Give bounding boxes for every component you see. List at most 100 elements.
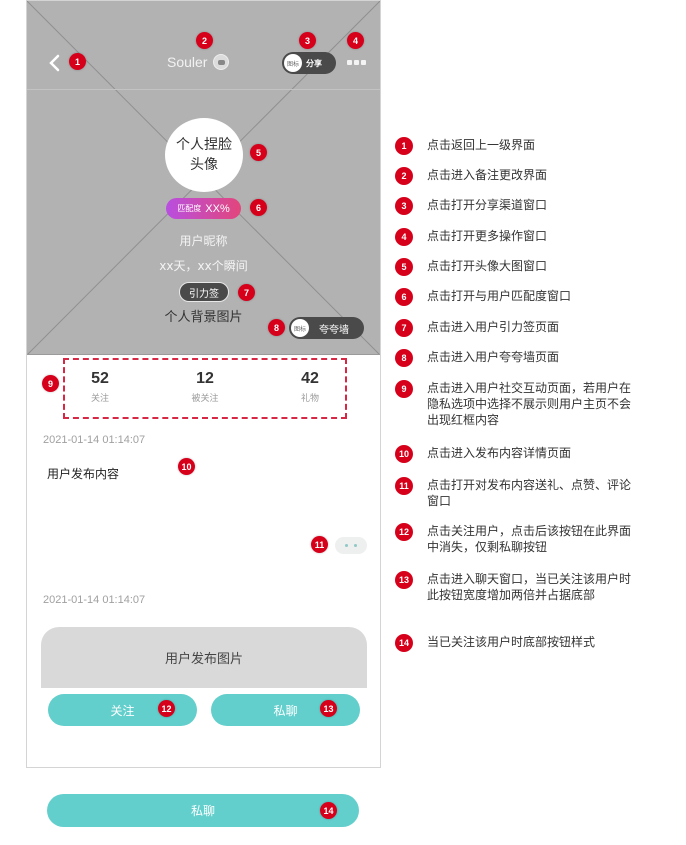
profile-background[interactable]: Souler 图标 分享 个人捏脸 头像 匹配度 XX% 用户昵称 xx天，xx… [27,1,380,355]
avatar-label: 个人捏脸 [176,137,232,153]
back-icon[interactable] [47,54,61,72]
post-content[interactable]: 用户发布内容 [47,467,120,481]
dot-icon [345,544,348,547]
annotation-number: 6 [395,288,413,306]
annotation-text: 点击进入用户社交互动页面，若用户在隐私选项中选择不展示则用户主页不会出现红框内容 [427,381,632,427]
annotation-text: 点击打开分享渠道窗口 [427,198,548,212]
callout-badge: 1 [69,53,86,70]
annotation-text: 点击关注用户，点击后该按钮在此界面中消失，仅剩私聊按钮 [427,524,632,554]
callout-badge: 9 [42,375,59,392]
post-interact-button[interactable] [335,537,367,554]
stat-value: 42 [301,370,319,387]
match-label: 匹配度 [177,204,202,213]
follow-button[interactable]: 关注 [48,694,197,726]
annotation-text: 点击打开对发布内容送礼、点赞、评论窗口 [427,478,632,508]
private-chat-button[interactable]: 私聊 [211,694,360,726]
callout-badge: 13 [320,700,337,717]
annotation-number: 5 [395,258,413,276]
stat-label: 被关注 [191,394,219,404]
nickname: 用户昵称 [179,234,228,248]
callout-badge: 11 [311,536,328,553]
annotation-item: 4 点击打开更多操作窗口 [395,228,637,246]
share-icon: 图标 [284,54,302,72]
gravity-tag-button[interactable]: 引力签 [179,282,229,302]
annotation-text: 点击进入备注更改界面 [427,168,548,182]
annotation-item: 13 点击进入聊天窗口，当已关注该用户时此按钮宽度增加两倍并占据底部 [395,571,637,603]
annotation-item: 9 点击进入用户社交互动页面，若用户在隐私选项中选择不展示则用户主页不会出现红框内… [395,380,637,428]
annotation-text: 点击打开更多操作窗口 [427,229,548,243]
callout-badge: 10 [178,458,195,475]
annotation-number: 2 [395,167,413,185]
annotation-item: 8 点击进入用户夸夸墙页面 [395,349,637,367]
annotation-item: 11 点击打开对发布内容送礼、点赞、评论窗口 [395,477,637,509]
remark-title[interactable]: Souler [167,54,230,70]
post-image[interactable]: 用户发布图片 [41,627,367,688]
annotation-number: 4 [395,228,413,246]
annotation-item: 3 点击打开分享渠道窗口 [395,197,637,215]
avatar[interactable]: 个人捏脸 头像 [165,118,243,192]
praise-wall-button[interactable]: 图标 夸夸墙 [289,317,364,339]
annotation-item: 14 当已关注该用户时底部按钮样式 [395,634,637,652]
callout-badge: 5 [250,144,267,161]
private-chat-wide-button[interactable]: 私聊 [47,794,359,827]
stat-label: 关注 [91,394,110,404]
annotation-item: 1 点击返回上一级界面 [395,137,637,155]
share-button[interactable]: 图标 分享 [282,52,336,74]
social-stats[interactable]: 52 关注 12 被关注 42 礼物 [63,358,347,419]
stat-following[interactable]: 52 关注 [91,360,109,417]
callout-badge: 12 [158,700,175,717]
annotation-number: 11 [395,477,413,495]
days-moments: xx天，xx个瞬间 [159,259,248,273]
annotation-number: 13 [395,571,413,589]
stat-followers[interactable]: 12 被关注 [191,360,218,417]
phone-mockup: Souler 图标 分享 个人捏脸 头像 匹配度 XX% 用户昵称 xx天，xx… [26,0,381,768]
annotation-text: 点击进入聊天窗口，当已关注该用户时此按钮宽度增加两倍并占据底部 [427,572,632,602]
annotation-number: 9 [395,380,413,398]
annotation-number: 12 [395,523,413,541]
annotation-number: 8 [395,349,413,367]
username: Souler [167,54,208,70]
callout-badge: 7 [238,284,255,301]
callout-badge: 6 [250,199,267,216]
more-icon[interactable] [347,60,366,65]
header-divider [27,89,380,90]
stat-value: 12 [196,370,214,387]
callout-badge: 4 [347,32,364,49]
annotation-text: 当已关注该用户时底部按钮样式 [427,635,596,649]
avatar-label-2: 头像 [190,157,218,173]
post-timestamp: 2021-01-14 01:14:07 [43,434,146,446]
annotation-text: 点击进入发布内容详情页面 [427,446,572,460]
stat-gifts[interactable]: 42 礼物 [301,360,319,417]
stat-label: 礼物 [300,394,319,404]
annotation-item: 6 点击打开与用户匹配度窗口 [395,288,637,306]
annotation-item: 7 点击进入用户引力签页面 [395,319,637,337]
match-value: XX% [205,202,230,215]
callout-badge: 2 [196,32,213,49]
background-label: 个人背景图片 [164,310,243,325]
annotation-item: 12 点击关注用户，点击后该按钮在此界面中消失，仅剩私聊按钮 [395,523,637,555]
annotation-item: 2 点击进入备注更改界面 [395,167,637,185]
post-timestamp-2: 2021-01-14 01:14:07 [43,594,146,606]
match-degree-button[interactable]: 匹配度 XX% [166,198,241,219]
annotation-number: 3 [395,197,413,215]
annotation-text: 点击进入用户夸夸墙页面 [427,350,560,364]
annotation-text: 点击返回上一级界面 [427,138,536,152]
callout-badge: 8 [268,319,285,336]
stat-value: 52 [91,370,109,387]
annotation-text: 点击进入用户引力签页面 [427,320,560,334]
praise-label: 夸夸墙 [319,324,349,336]
avatar-mini-icon [213,54,230,70]
annotation-item: 10 点击进入发布内容详情页面 [395,445,637,463]
annotation-number: 7 [395,319,413,337]
dot-icon [354,544,357,547]
annotation-text: 点击打开与用户匹配度窗口 [427,289,572,303]
callout-badge: 14 [320,802,337,819]
annotation-text: 点击打开头像大图窗口 [427,259,548,273]
praise-icon: 图标 [291,319,309,337]
annotation-item: 5 点击打开头像大图窗口 [395,258,637,276]
callout-badge: 3 [299,32,316,49]
share-label: 分享 [306,58,322,68]
annotation-number: 14 [395,634,413,652]
annotation-number: 1 [395,137,413,155]
annotation-number: 10 [395,445,413,463]
